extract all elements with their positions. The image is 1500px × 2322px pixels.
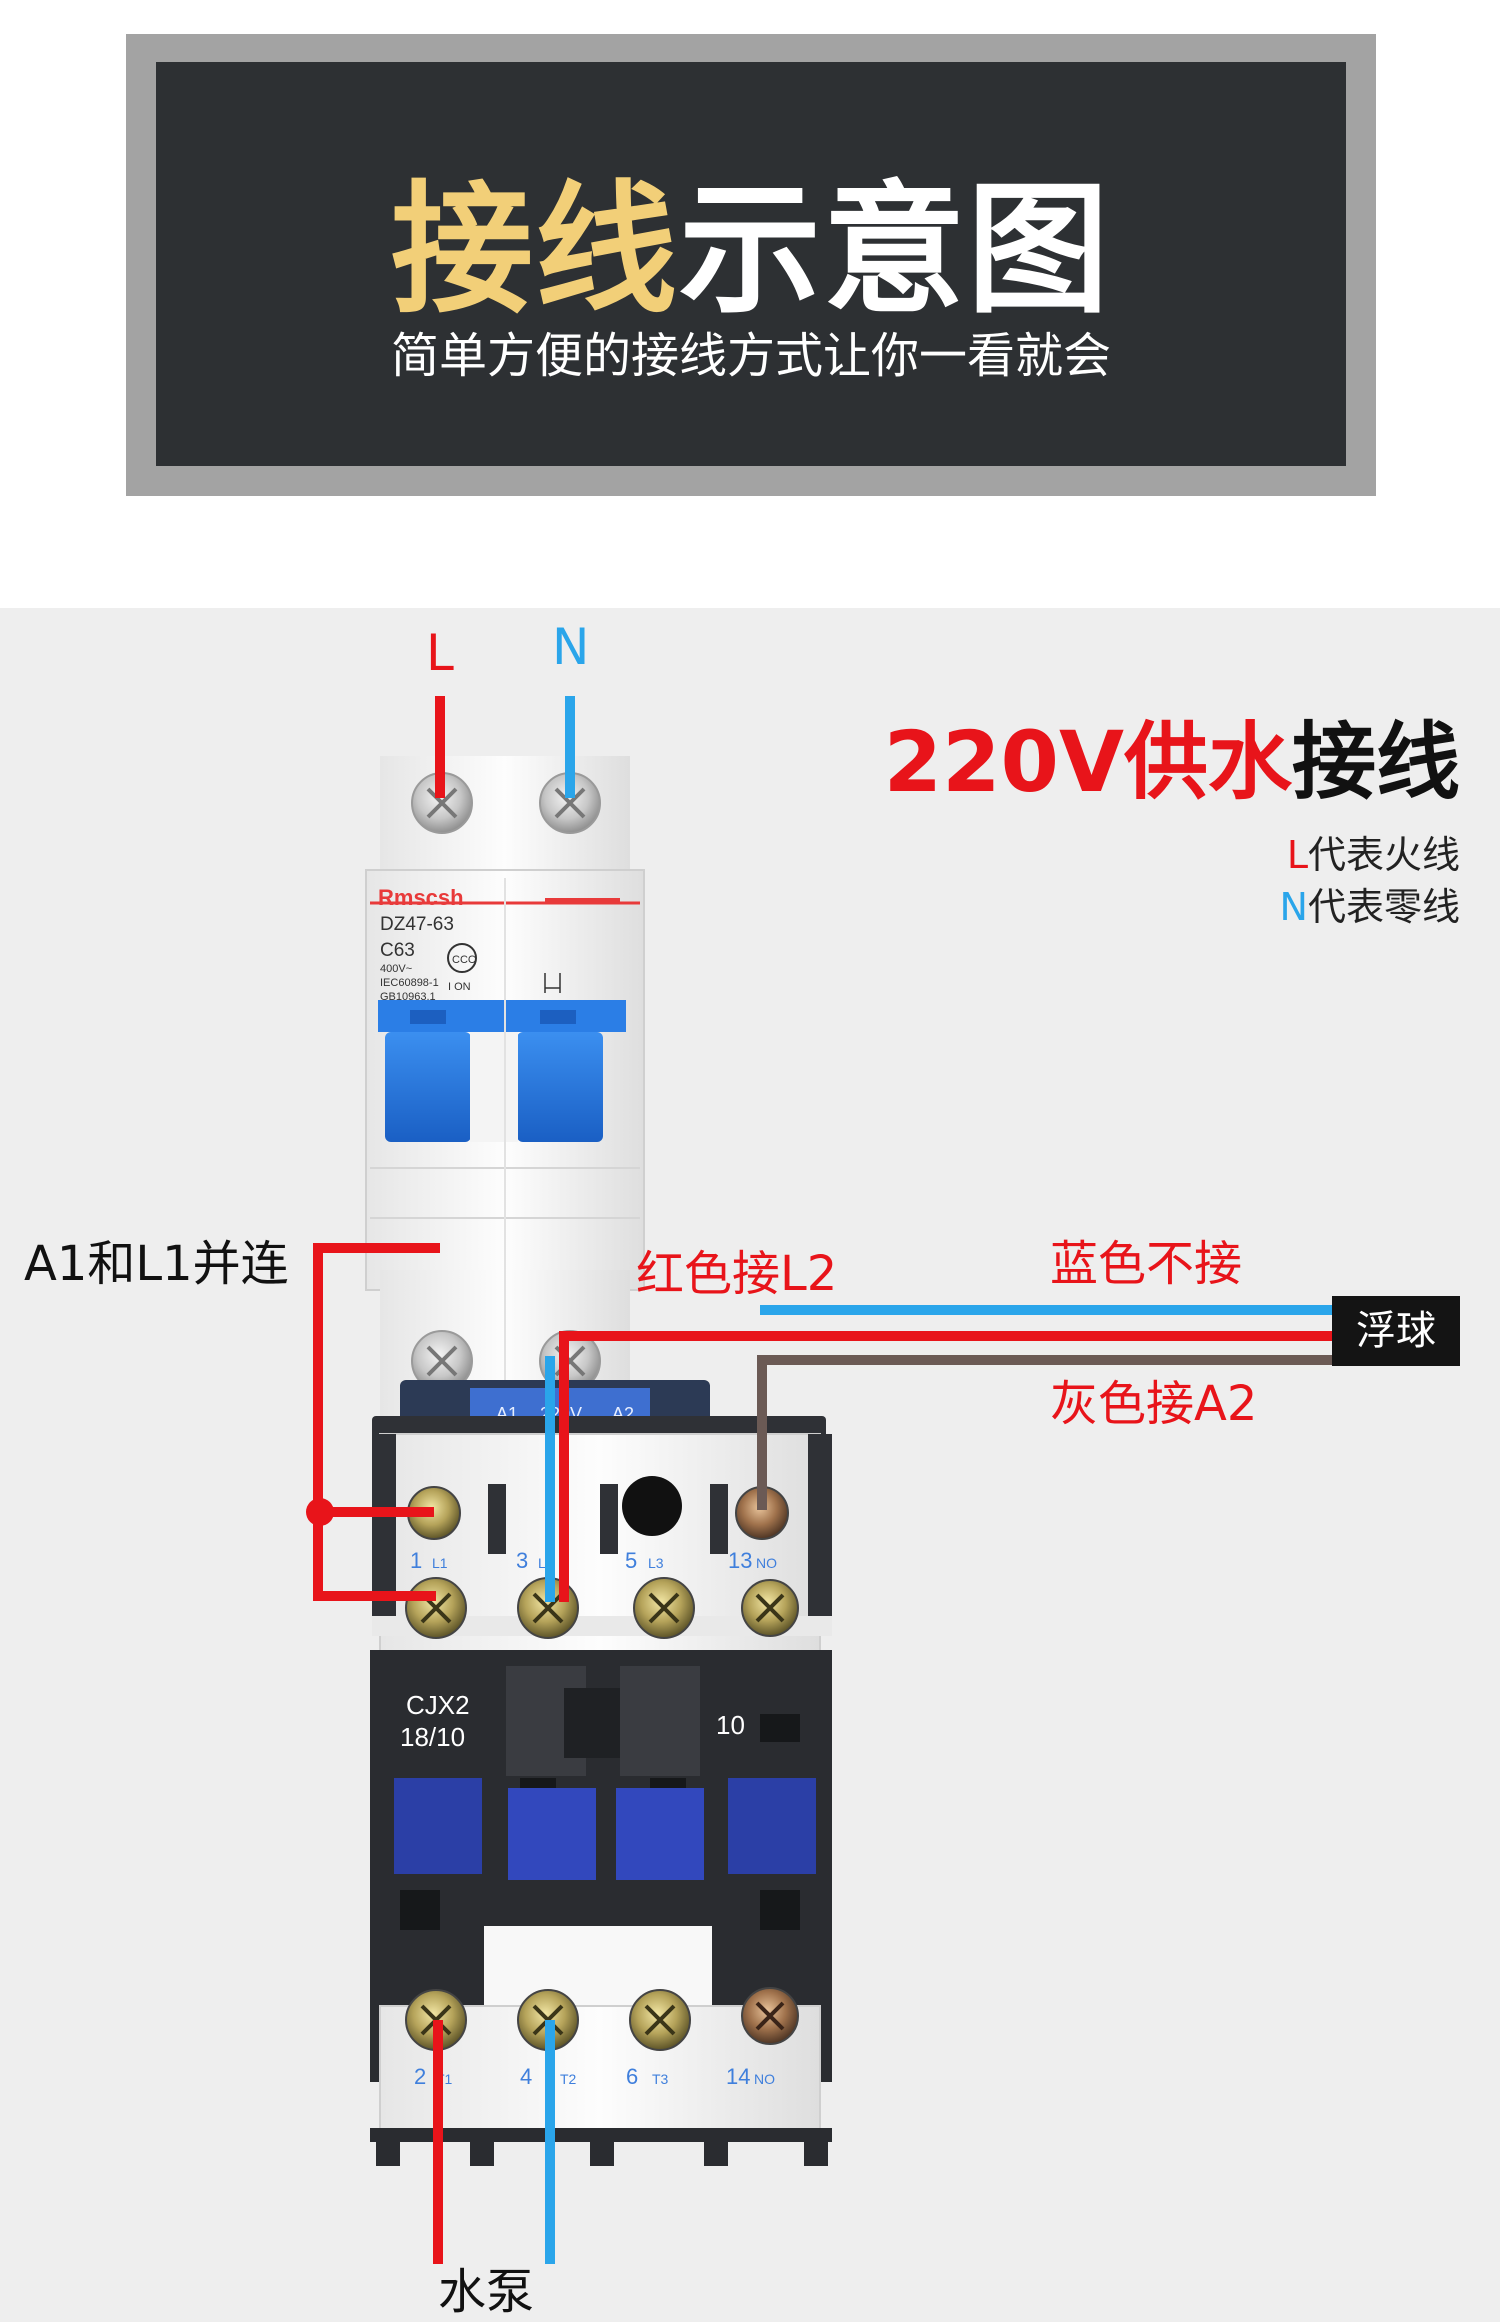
contactor-aux: 10 xyxy=(716,1710,745,1740)
contactor-indicator-hole xyxy=(622,1476,682,1536)
legend-l-letter: L xyxy=(1286,833,1308,877)
contactor-label-plate xyxy=(484,1926,712,2006)
terminal-n-label: N xyxy=(552,618,590,676)
terminal-l-label: L xyxy=(426,624,454,682)
bottom-terminal-4-sub: T2 xyxy=(560,2071,577,2087)
bottom-terminal-4-number: 4 xyxy=(520,2064,532,2089)
junction-dot xyxy=(306,1498,334,1526)
top-terminal-3-number: 3 xyxy=(516,1548,528,1573)
contactor-pad-4 xyxy=(728,1778,816,1874)
ccc-mark-icon xyxy=(447,943,477,973)
legend-row-l: L代表火线 xyxy=(1287,836,1460,874)
top-terminal-1-sub: L1 xyxy=(432,1555,448,1571)
legend-title-black: 接线 xyxy=(1291,713,1460,811)
contactor: A1 220V A2 1 L1 3 L2 5 L3 13 NO xyxy=(370,1380,832,2166)
header-banner: 接线示意图 简单方便的接线方式让你一看就会 xyxy=(156,62,1346,466)
top-terminal-5-number: 5 xyxy=(625,1548,637,1573)
legend-n-letter: N xyxy=(1279,885,1308,929)
top-terminal-13-number: 13 xyxy=(728,1548,752,1573)
svg-text:CCC: CCC xyxy=(452,954,476,966)
breaker-standard-2: GB10963.1 xyxy=(380,991,436,1003)
wire-float-grey xyxy=(757,1355,1334,1510)
contactor-rating: 18/10 xyxy=(400,1722,465,1752)
legend-n-text: 代表零线 xyxy=(1307,885,1460,929)
banner-title-highlight: 接线 xyxy=(391,168,679,333)
breaker-rating: C63 xyxy=(380,940,415,961)
legend-row-n: N代表零线 xyxy=(1280,888,1460,926)
wire-float-red xyxy=(559,1331,1334,1602)
bottom-terminal-6-number: 6 xyxy=(626,2064,638,2089)
breaker-on-mark: I ON xyxy=(448,981,471,993)
bottom-terminal-6-sub: T3 xyxy=(652,2071,669,2087)
breaker-standard-1: IEC60898-1 xyxy=(380,977,439,989)
pump-label: 水泵 xyxy=(438,2264,535,2320)
top-terminal-5-sub: L3 xyxy=(648,1555,664,1571)
breaker-brand: Rmscsh xyxy=(378,885,464,910)
legend-title-red: 220V供水 xyxy=(883,713,1292,811)
wires xyxy=(306,696,1334,2264)
a1-parallel-label: A1和L1并连 xyxy=(24,1236,289,1292)
blue-no-connect-label: 蓝色不接 xyxy=(1050,1236,1243,1292)
banner-title-rest: 示意图 xyxy=(679,168,1111,333)
wiring-diagram-svg: Rmscsh DZ47-63 C63 400V~ IEC60898-1 GB10… xyxy=(306,696,1334,2264)
float-switch-box: 浮球 xyxy=(1332,1296,1460,1366)
banner-title: 接线示意图 xyxy=(156,180,1346,322)
legend-title: 220V供水接线 xyxy=(884,720,1460,804)
legend-l-text: 代表火线 xyxy=(1307,833,1460,877)
banner-subtitle: 简单方便的接线方式让你一看就会 xyxy=(390,328,1111,384)
contactor-pad-2 xyxy=(508,1788,596,1880)
contactor-pad-1 xyxy=(394,1778,482,1874)
circuit-breaker: Rmscsh DZ47-63 C63 400V~ IEC60898-1 GB10… xyxy=(365,756,645,1450)
red-to-l2-label: 红色接L2 xyxy=(636,1246,838,1302)
contactor-pad-3 xyxy=(616,1788,704,1880)
breaker-schematic-icon xyxy=(544,973,561,993)
breaker-model: DZ47-63 xyxy=(380,914,454,935)
contactor-model: CJX2 xyxy=(406,1690,470,1720)
breaker-voltage: 400V~ xyxy=(380,963,412,975)
header-banner-frame: 接线示意图 简单方便的接线方式让你一看就会 xyxy=(126,34,1376,496)
wiring-diagram-panel: Rmscsh DZ47-63 C63 400V~ IEC60898-1 GB10… xyxy=(0,608,1500,2322)
bottom-terminal-14-sub: NO xyxy=(754,2071,775,2087)
top-terminal-1-number: 1 xyxy=(410,1548,422,1573)
top-terminal-13-sub: NO xyxy=(756,1555,777,1571)
wire-l1-feed xyxy=(313,1243,440,1601)
breaker-handle-right xyxy=(517,1032,603,1142)
grey-to-a2-label: 灰色接A2 xyxy=(1050,1376,1258,1432)
breaker-handle-left xyxy=(385,1032,471,1142)
bottom-terminal-2-number: 2 xyxy=(414,2064,426,2089)
bottom-terminal-14-number: 14 xyxy=(726,2064,750,2089)
